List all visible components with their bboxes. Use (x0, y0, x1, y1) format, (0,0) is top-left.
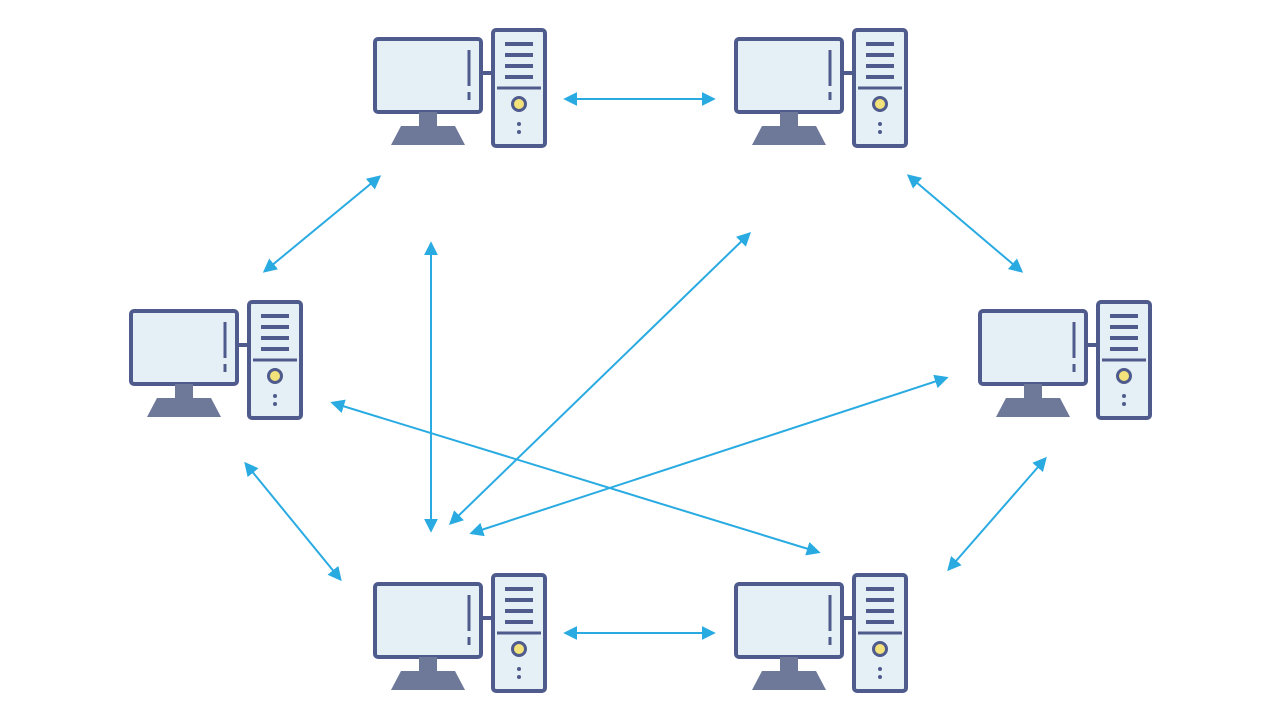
monitor-screen (978, 309, 1088, 386)
nodes-layer (129, 28, 1152, 693)
tower-led-2 (878, 130, 882, 134)
monitor-screen (734, 37, 844, 114)
monitor-neck (419, 112, 437, 126)
connection-pc-middle-left-to-pc-bottom-right (330, 399, 821, 556)
connection-pc-middle-left-to-pc-bottom-left (244, 461, 342, 582)
power-button-icon (1116, 368, 1132, 384)
monitor-base (752, 671, 826, 690)
tower-led-2 (273, 402, 277, 406)
connection-pc-top-right-to-pc-middle-right (906, 174, 1024, 273)
tower-led-2 (517, 130, 521, 134)
tower-led-1 (878, 667, 882, 671)
power-button-icon (872, 96, 888, 112)
connection-pc-bottom-left-to-pc-top-right (448, 232, 752, 525)
desktop-computer-icon (373, 28, 547, 148)
power-button-icon (872, 641, 888, 657)
tower-led-1 (1122, 394, 1126, 398)
monitor-base (391, 126, 465, 145)
connection-pc-top-left-to-pc-middle-left (262, 175, 382, 273)
power-button-icon (511, 641, 527, 657)
connection-pc-middle-right-to-pc-bottom-right (947, 456, 1047, 572)
monitor-screen (373, 37, 483, 114)
tower-led-1 (517, 667, 521, 671)
tower-led-2 (1122, 402, 1126, 406)
power-button-icon (511, 96, 527, 112)
connections-layer (244, 92, 1047, 640)
tower-led-2 (878, 675, 882, 679)
desktop-computer-icon (129, 300, 303, 420)
tower-led-1 (878, 122, 882, 126)
monitor-neck (780, 657, 798, 671)
desktop-computer-icon (734, 28, 908, 148)
tower-led-2 (517, 675, 521, 679)
monitor-screen (734, 582, 844, 659)
desktop-computer-icon (734, 573, 908, 693)
monitor-base (996, 398, 1070, 417)
connection-pc-bottom-left-to-pc-middle-right (469, 374, 949, 537)
desktop-computer-icon (373, 573, 547, 693)
tower-led-1 (517, 122, 521, 126)
power-button-icon (267, 368, 283, 384)
monitor-neck (1024, 384, 1042, 398)
monitor-base (147, 398, 221, 417)
monitor-neck (780, 112, 798, 126)
monitor-base (391, 671, 465, 690)
monitor-screen (373, 582, 483, 659)
tower-led-1 (273, 394, 277, 398)
monitor-neck (419, 657, 437, 671)
monitor-base (752, 126, 826, 145)
monitor-screen (129, 309, 239, 386)
desktop-computer-icon (978, 300, 1152, 420)
monitor-neck (175, 384, 193, 398)
